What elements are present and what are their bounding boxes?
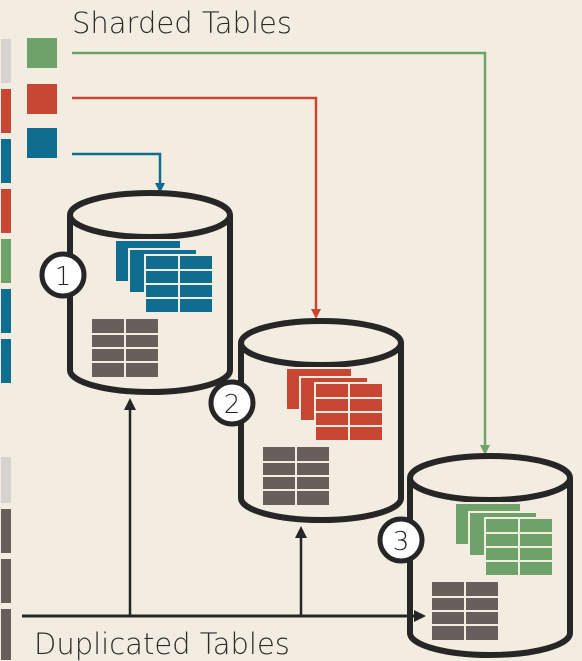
strip-block	[0, 87, 13, 135]
sharded-table-icon-red	[285, 367, 384, 442]
blue-route-arrow	[72, 152, 165, 193]
database-1: 1	[39, 190, 233, 395]
shard-number-badge	[39, 251, 87, 299]
sharded-table-icon-blue	[114, 239, 214, 314]
database-2: 2	[208, 318, 404, 523]
shard-number-label: 1	[55, 262, 72, 292]
left-table-strip	[0, 37, 13, 661]
green-route-arrow	[72, 51, 490, 455]
strip-block	[0, 237, 13, 285]
strip-block	[0, 607, 13, 661]
shard-number-label: 3	[393, 527, 410, 557]
green-shard-swatch	[27, 38, 57, 68]
sharded-tables-title: Sharded Tables	[72, 6, 292, 40]
strip-block	[0, 507, 13, 555]
strip-block	[0, 287, 13, 335]
blue-shard-swatch	[27, 128, 57, 158]
duplicated-table-icon	[261, 445, 331, 507]
sharded-table-icon-green	[454, 502, 554, 577]
shard-number-badge	[377, 516, 425, 564]
strip-block	[0, 187, 13, 235]
shard-number-badge	[208, 379, 256, 427]
strip-block	[0, 137, 13, 185]
red-shard-swatch	[27, 84, 57, 114]
strip-block	[0, 455, 13, 505]
strip-block	[0, 337, 13, 385]
duplicated-tables-title: Duplicated Tables	[34, 627, 290, 661]
duplicated-table-icon	[90, 317, 160, 379]
duplicated-table-icon	[430, 580, 500, 642]
strip-block	[0, 37, 13, 85]
database-3: 3	[377, 453, 573, 658]
red-route-arrow	[72, 96, 321, 319]
strip-block	[0, 557, 13, 605]
shard-number-label: 2	[224, 390, 241, 420]
